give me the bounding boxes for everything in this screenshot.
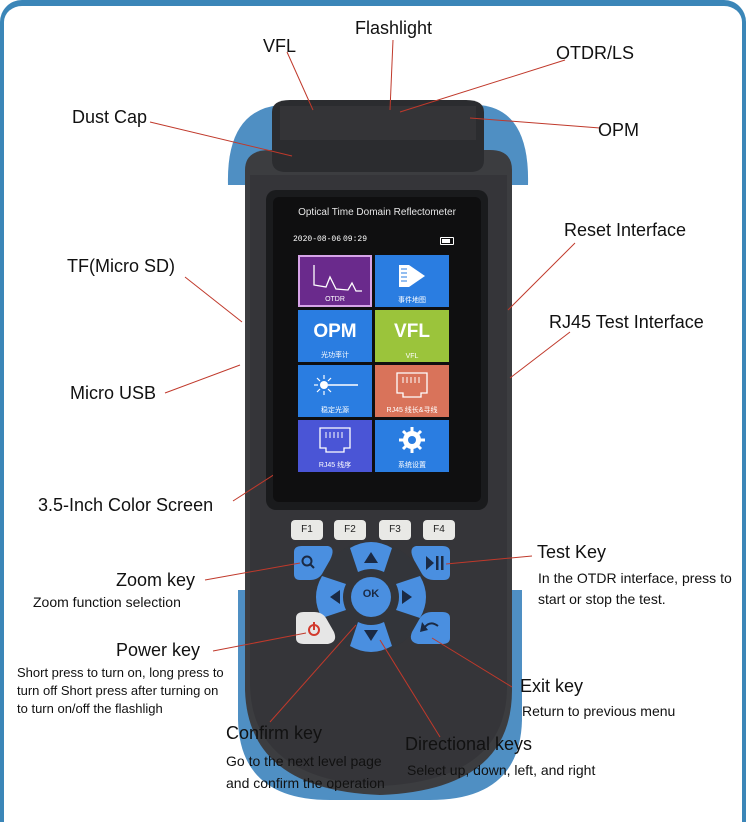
zoom-key[interactable] xyxy=(294,546,333,580)
label-power-key: Power key xyxy=(116,640,201,660)
label-vfl: VFL xyxy=(263,36,297,56)
otdr-trace-icon xyxy=(313,265,362,292)
tile-big-label: VFL xyxy=(394,321,430,342)
label-confirm-key: Confirm key xyxy=(226,723,323,743)
rj45-port-icon xyxy=(319,427,351,453)
tile-system-settings[interactable]: 系统设置 xyxy=(375,420,449,472)
label-opm: OPM xyxy=(598,120,640,140)
f1-key[interactable]: F1 xyxy=(291,520,323,540)
screen-title: Optical Time Domain Reflectometer xyxy=(298,207,456,218)
label-rj45-test-interface: RJ45 Test Interface xyxy=(549,312,704,332)
f4-key[interactable]: F4 xyxy=(423,520,455,540)
tile-big-label: OPM xyxy=(313,321,357,342)
tile-event-map[interactable]: 事件地图 xyxy=(375,255,449,307)
label-dust-cap: Dust Cap xyxy=(72,107,148,127)
label-otdr-ls: OTDR/LS xyxy=(556,43,635,63)
exit-key-description: Return to previous menu xyxy=(522,703,676,719)
tile-caption: 稳定光源 xyxy=(321,407,349,414)
ok-key[interactable] xyxy=(351,577,391,617)
power-key-description: Short press to turn on, long press to tu… xyxy=(17,665,224,716)
label-tf-micro-sd: TF(Micro SD) xyxy=(67,256,175,276)
device-screen: Optical Time Domain Reflectometer 2020-0… xyxy=(273,197,481,502)
ok-key-label: OK xyxy=(362,588,380,600)
label-test-key: Test Key xyxy=(537,542,607,562)
tile-vfl[interactable]: VFL VFL xyxy=(375,310,449,362)
screen-time: 09:29 xyxy=(343,235,368,244)
label-flashlight: Flashlight xyxy=(355,18,433,38)
label-micro-usb: Micro USB xyxy=(70,383,157,403)
tile-caption: 系统设置 xyxy=(398,462,426,469)
f2-key[interactable]: F2 xyxy=(334,520,366,540)
zoom-key-description: Zoom function selection xyxy=(33,594,181,610)
battery-icon xyxy=(440,237,454,245)
tile-caption: RJ45 线长&寻线 xyxy=(386,407,438,414)
tile-opm[interactable]: OPM 光功率计 xyxy=(298,310,372,362)
directional-keys-description: Select up, down, left, and right xyxy=(407,762,596,778)
tile-caption: OTDR xyxy=(325,296,345,303)
tile-caption: RJ45 线序 xyxy=(318,462,352,469)
label-directional-keys: Directional keys xyxy=(405,734,533,754)
tile-rj45-length[interactable]: RJ45 线长&寻线 xyxy=(375,365,449,417)
tile-caption: 事件地图 xyxy=(398,297,426,304)
tile-light-source[interactable]: 稳定光源 xyxy=(298,365,372,417)
tile-caption: VFL xyxy=(405,353,419,360)
power-key[interactable] xyxy=(296,612,336,644)
exit-key[interactable] xyxy=(410,612,450,644)
confirm-key-description: Go to the next level page and confirm th… xyxy=(226,753,385,791)
tile-rj45-sequence[interactable]: RJ45 线序 xyxy=(298,420,372,472)
rj45-port-icon xyxy=(396,372,428,398)
label-exit-key: Exit key xyxy=(520,676,584,696)
light-source-icon xyxy=(314,375,358,395)
tile-caption: 光功率计 xyxy=(321,352,349,359)
label-color-screen: 3.5-Inch Color Screen xyxy=(38,495,214,515)
test-key-description: In the OTDR interface, press to start or… xyxy=(538,570,732,607)
screen-date: 2020-08-06 xyxy=(293,235,342,244)
label-zoom-key: Zoom key xyxy=(116,570,196,590)
event-map-icon xyxy=(399,265,425,287)
gear-icon xyxy=(399,427,425,453)
tile-otdr[interactable]: OTDR xyxy=(298,255,372,307)
f3-key[interactable]: F3 xyxy=(379,520,411,540)
label-reset-interface: Reset Interface xyxy=(564,220,687,240)
